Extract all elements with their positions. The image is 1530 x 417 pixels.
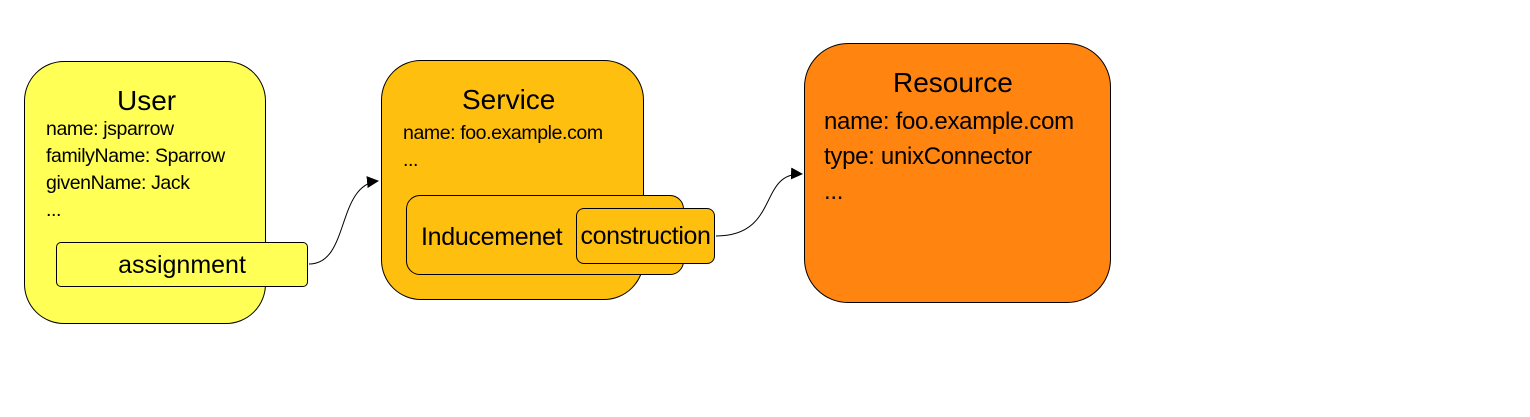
service-attr-ellipsis: ...	[403, 149, 419, 171]
resource-attr-name: name: foo.example.com	[824, 108, 1074, 135]
assignment-box: assignment	[56, 242, 308, 287]
user-attributes: name: jsparrow familyName: Sparrow given…	[46, 116, 225, 224]
user-attr-given-name: givenName: Jack	[46, 172, 190, 194]
service-attributes: name: foo.example.com ...	[403, 120, 603, 174]
user-attr-name: name: jsparrow	[46, 118, 174, 140]
assignment-to-service-arrow	[308, 176, 379, 265]
construction-to-resource-arrow	[715, 167, 803, 237]
user-title: User	[117, 85, 177, 116]
resource-attributes: name: foo.example.com type: unixConnecto…	[824, 104, 1074, 209]
resource-attr-type: type: unixConnector	[824, 143, 1032, 170]
construction-box: construction	[576, 208, 715, 264]
service-attr-name: name: foo.example.com	[403, 122, 603, 144]
inducement-label: Inducemenet	[421, 223, 563, 251]
service-title: Service	[462, 84, 556, 115]
resource-attr-ellipsis: ...	[824, 178, 844, 205]
user-attr-ellipsis: ...	[46, 199, 62, 221]
resource-title: Resource	[893, 67, 1013, 98]
user-attr-family-name: familyName: Sparrow	[46, 145, 225, 167]
resource-node	[804, 43, 1111, 303]
